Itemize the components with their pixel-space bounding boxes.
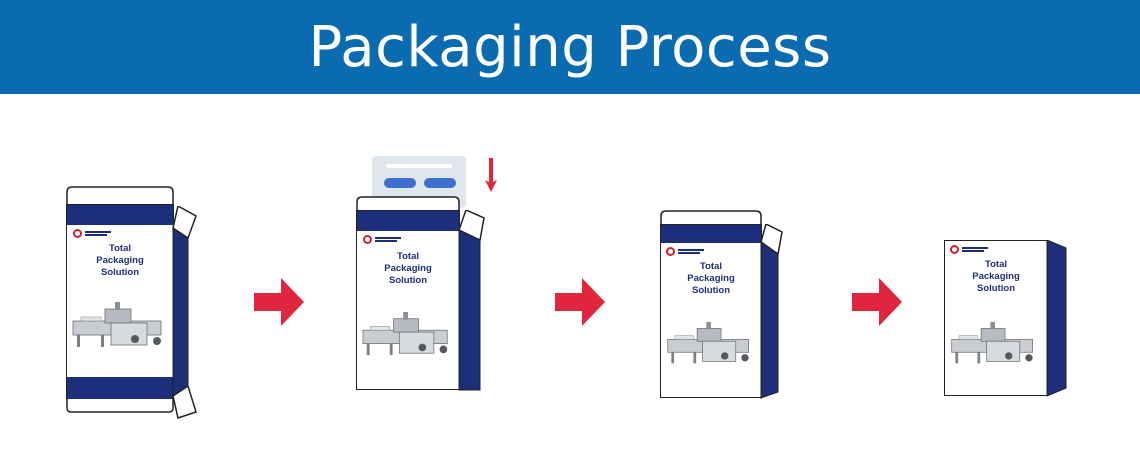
step-1-unfolded-box: Total Packaging Solution [62,186,202,419]
top-blue-band [67,205,173,225]
company-logo [666,247,704,256]
blister-capsule [384,178,416,188]
step-4-sealed-box: Total Packaging Solution [944,240,1068,406]
box-front-panel: Total Packaging Solution [356,210,460,390]
logo-icon [363,235,372,244]
top-flap [66,186,174,205]
box-front-panel: Total Packaging Solution [660,224,762,398]
company-logo [363,235,401,244]
company-logo [73,229,111,238]
bottom-flap [66,399,174,413]
top-blue-band [357,211,459,231]
page-title: Packaging Process [308,14,832,80]
box-front-panel: Total Packaging Solution [944,240,1048,396]
top-blue-band [661,225,761,243]
right-arrow-icon [555,278,605,326]
top-flap [356,196,460,211]
packaging-machine-icon [951,321,1034,364]
product-label: Total Packaging Solution [972,259,1020,294]
process-diagram: Total Packaging Solution [0,94,1140,450]
right-arrow-icon [254,278,304,326]
company-logo [950,245,988,254]
logo-icon [666,247,675,256]
box-side-panel [1046,240,1067,397]
product-label: Total Packaging Solution [384,251,432,286]
blister-capsule [424,178,456,188]
logo-icon [73,229,82,238]
product-label: Total Packaging Solution [96,243,144,278]
product-label: Total Packaging Solution [687,261,735,296]
step-3-close-top: Total Packaging Solution [660,210,790,410]
box-side-panel [760,224,783,399]
packaging-machine-icon [362,312,448,356]
down-arrow-icon [485,158,497,192]
open-side-panel [172,206,197,419]
logo-icon [950,245,959,254]
step-2-insert-blister: Total Packaging Solution [356,152,506,402]
right-arrow-icon [852,278,902,326]
box-side-panel [458,210,485,391]
packaging-machine-icon [667,321,750,364]
title-banner: Packaging Process [0,0,1140,94]
bottom-blue-band [67,377,173,399]
top-flap [660,210,762,225]
box-front-panel: Total Packaging Solution [66,204,174,400]
packaging-machine-icon [72,302,162,347]
